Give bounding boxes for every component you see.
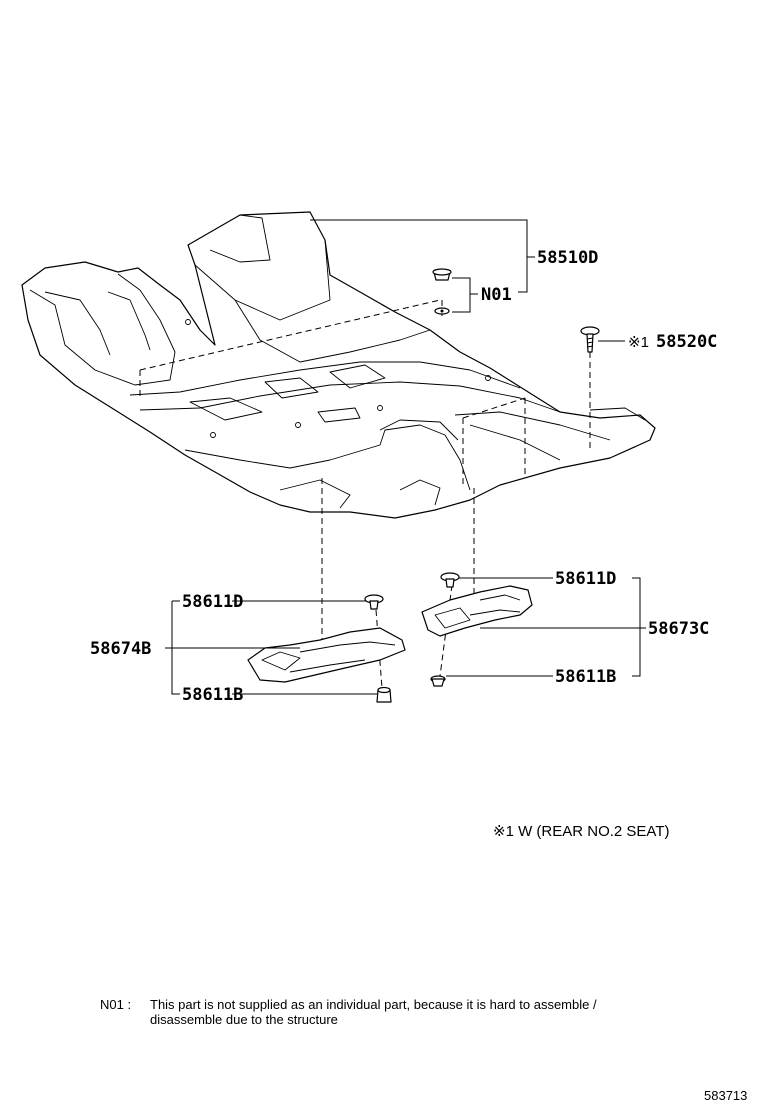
label-58674b: 58674B: [90, 639, 151, 659]
n01-clip-icon: [432, 268, 452, 315]
assembly-guide-lines: [139, 299, 591, 689]
label-right-58611d: 58611D: [555, 569, 616, 589]
floor-carpet-illustration: [21, 211, 656, 519]
label-58510d: 58510D: [537, 248, 598, 268]
screw-condition-marker: ※1: [628, 334, 649, 351]
screw-icon: [580, 326, 600, 353]
label-58673c: 58673C: [648, 619, 709, 639]
n01-note-key: N01 :: [100, 997, 131, 1012]
label-left-58611b: 58611B: [182, 685, 243, 705]
n01-note-line1: This part is not supplied as an individu…: [150, 997, 597, 1012]
diagram-id: 583713: [704, 1088, 747, 1103]
left-cover-illustration: [247, 594, 406, 703]
n01-note-line2: disassemble due to the structure: [150, 1012, 338, 1027]
label-left-58611d: 58611D: [182, 592, 243, 612]
condition-note: ※1 W (REAR NO.2 SEAT): [493, 823, 669, 840]
label-58520c: 58520C: [656, 332, 717, 352]
label-n01: N01: [481, 285, 512, 305]
right-cover-illustration: [421, 572, 533, 687]
leader-lines: [165, 219, 646, 695]
label-right-58611b: 58611B: [555, 667, 616, 687]
